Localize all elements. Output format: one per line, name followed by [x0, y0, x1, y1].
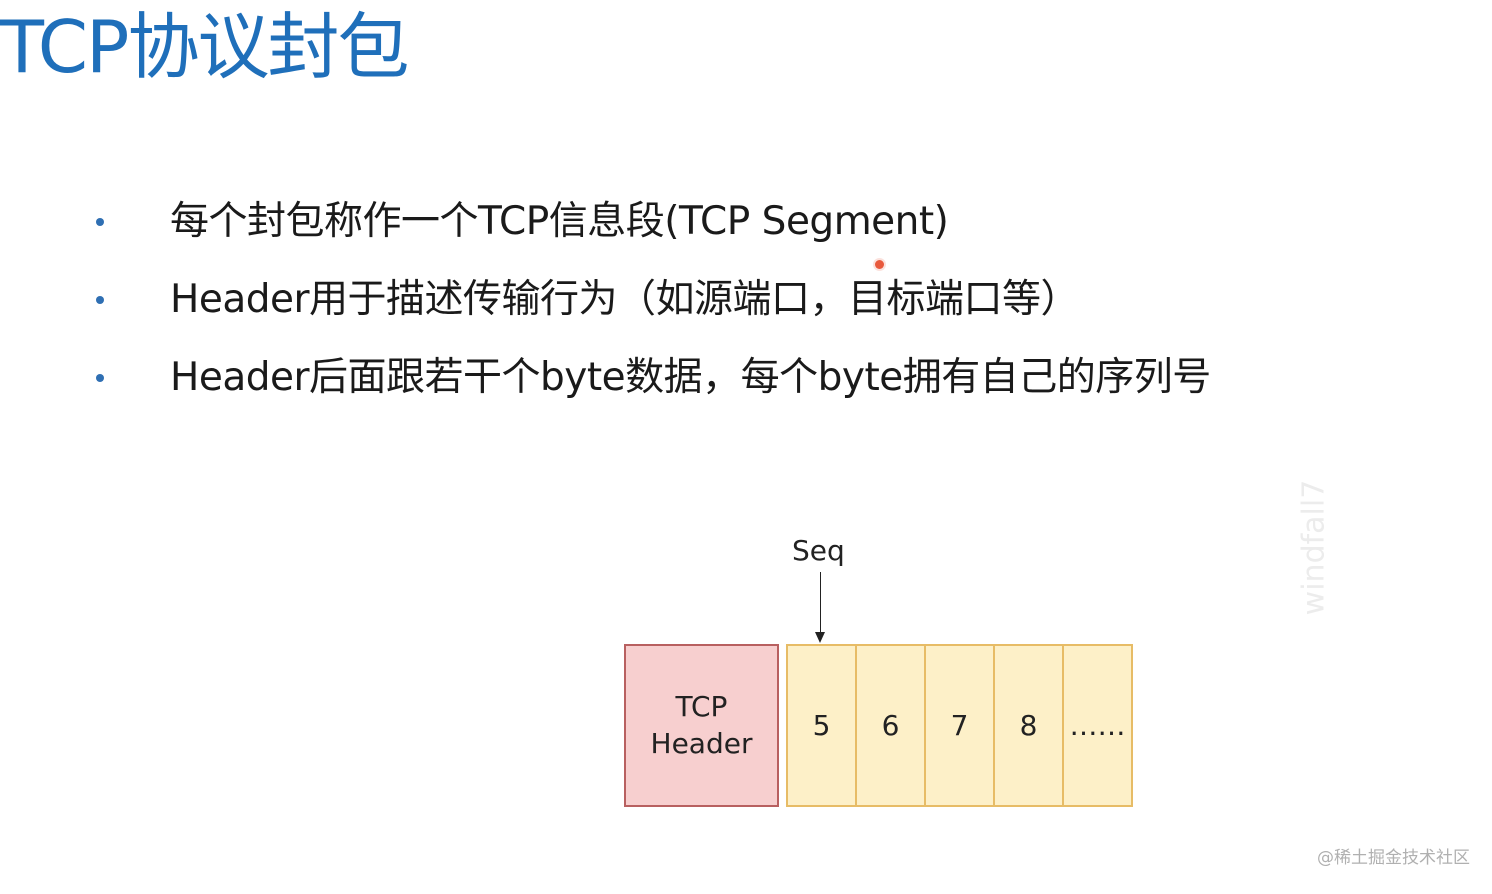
slide-title: TCP协议封包 [0, 5, 409, 89]
byte-cell: 5 [786, 644, 857, 807]
bullet-text: Header用于描述传输行为（如源端口，目标端口等） [170, 277, 1080, 322]
byte-cell-ellipsis: …… [1062, 644, 1133, 807]
bullet-dot-icon [96, 218, 104, 226]
tcp-segment-diagram: Seq TCP Header 5 6 7 8 …… [624, 532, 1136, 812]
vertical-watermark: windfall7 [1296, 479, 1332, 616]
seq-arrowhead-icon [815, 632, 825, 643]
seq-arrow-line [820, 572, 821, 634]
bullet-text: Header后面跟若干个byte数据，每个byte拥有自己的序列号 [170, 355, 1211, 400]
site-watermark: @稀土掘金技术社区 [1317, 848, 1470, 868]
bullet-dot-icon [96, 374, 104, 382]
tcp-header-label-line1: TCP [675, 690, 728, 724]
tcp-header-label-line2: Header [650, 726, 753, 760]
byte-cell: 6 [855, 644, 926, 807]
tcp-header-box: TCP Header [624, 644, 779, 807]
byte-cell: 8 [993, 644, 1064, 807]
byte-cell: 7 [924, 644, 995, 807]
laser-pointer-dot [875, 260, 884, 269]
bullet-dot-icon [96, 296, 104, 304]
seq-label: Seq [792, 534, 845, 567]
bullet-text: 每个封包称作一个TCP信息段(TCP Segment) [170, 199, 949, 244]
